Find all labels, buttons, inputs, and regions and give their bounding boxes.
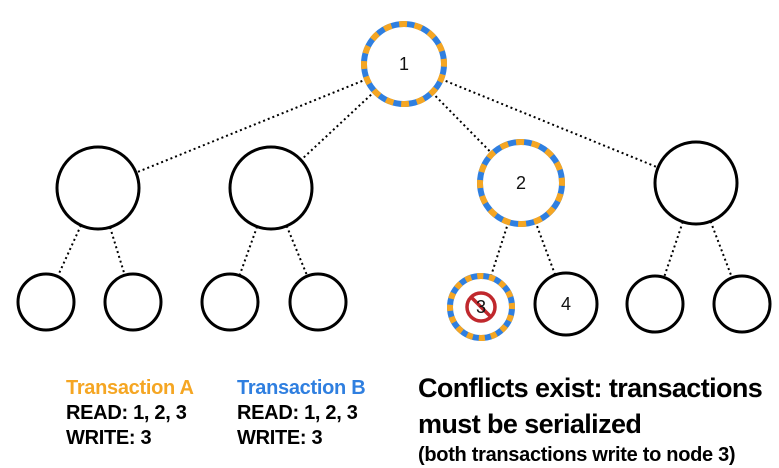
tree-node-l3-7 xyxy=(625,274,685,334)
tree-node-root: 1 xyxy=(361,21,447,107)
node-label: 4 xyxy=(561,294,571,314)
tree-edge xyxy=(238,226,259,276)
node-outline xyxy=(200,272,260,332)
no-entry-icon xyxy=(465,291,497,323)
tree-node-l2-4 xyxy=(653,140,739,226)
tree-edge xyxy=(663,221,684,278)
tree-edges xyxy=(56,78,733,279)
tree-node-l2-1 xyxy=(55,145,141,231)
tree-node-l3-8 xyxy=(712,274,772,334)
ring-transaction-a xyxy=(447,273,515,342)
tree-edge xyxy=(135,78,368,174)
node-outline xyxy=(533,271,599,337)
tree-node-l3-1 xyxy=(16,272,76,332)
legend-b-title: Transaction B xyxy=(237,377,366,399)
node-label: 1 xyxy=(399,54,409,74)
legend-b-read: READ: 1, 2, 3 xyxy=(237,402,358,424)
node-outline xyxy=(712,274,772,334)
tree-edge xyxy=(431,91,493,155)
node-outline xyxy=(653,140,739,226)
tree-edge xyxy=(440,78,659,169)
tree-edge xyxy=(109,226,126,276)
tree-node-l3-2 xyxy=(103,272,163,332)
conclusion-text: Conflicts exist: transactions must be se… xyxy=(418,370,778,468)
tree-edge xyxy=(300,90,376,161)
node-outline xyxy=(228,145,314,231)
conclusion-line-3: (both transactions write to node 3) xyxy=(418,444,736,466)
conclusion-line-1: Conflicts exist: transactions xyxy=(418,373,763,403)
tree-node-l3-6: 4 xyxy=(533,271,599,337)
tree-edge xyxy=(56,224,82,277)
legend-a-read: READ: 1, 2, 3 xyxy=(66,402,187,424)
node-outline xyxy=(288,272,348,332)
node-outline xyxy=(16,272,76,332)
legend-transaction-b: Transaction B READ: 1, 2, 3 WRITE: 3 xyxy=(237,376,366,451)
node-label: 2 xyxy=(516,173,526,193)
legend-a-write: WRITE: 3 xyxy=(66,427,152,449)
tree-node-l3-3 xyxy=(200,272,260,332)
node-outline xyxy=(625,274,685,334)
tree-edge xyxy=(489,221,510,278)
conclusion-line-2: must be serialized xyxy=(418,409,642,439)
node-label: 3 xyxy=(476,297,486,317)
tree-node-l3-4 xyxy=(288,272,348,332)
tree-edge xyxy=(709,220,733,279)
node-outline xyxy=(55,145,141,231)
tree-edge xyxy=(534,221,557,276)
tree-node-l3-5: 3 xyxy=(447,273,515,342)
legend-b-write: WRITE: 3 xyxy=(237,427,323,449)
node-outline xyxy=(103,272,163,332)
legend-a-title: Transaction A xyxy=(66,377,194,399)
tree-nodes: 1 2 3 4 xyxy=(16,21,772,342)
tree-edge xyxy=(285,225,309,277)
legend-transaction-a: Transaction A READ: 1, 2, 3 WRITE: 3 xyxy=(66,376,194,451)
tree-node-l2-3: 2 xyxy=(477,138,565,227)
tree-node-l2-2 xyxy=(228,145,314,231)
